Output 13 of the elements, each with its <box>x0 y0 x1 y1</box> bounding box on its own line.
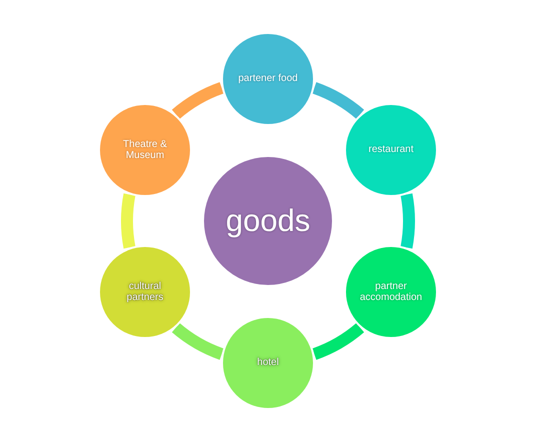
node-label: Theatre & Museum <box>122 138 168 162</box>
node-label: partner accomodation <box>358 280 424 304</box>
node-label: hotel <box>257 357 279 369</box>
node-label: restaurant <box>368 144 414 156</box>
ring-arc-connector <box>121 194 136 248</box>
node-label: cultural partners <box>126 280 164 304</box>
ring-arc-connector <box>312 322 364 360</box>
ring-arc-connector <box>400 194 415 248</box>
ring-arc-connector <box>172 322 224 360</box>
ring-arc-connector <box>312 82 364 120</box>
center-label: goods <box>226 203 310 239</box>
ring-arc-connector <box>172 82 224 120</box>
node-label: partener food <box>238 73 298 85</box>
